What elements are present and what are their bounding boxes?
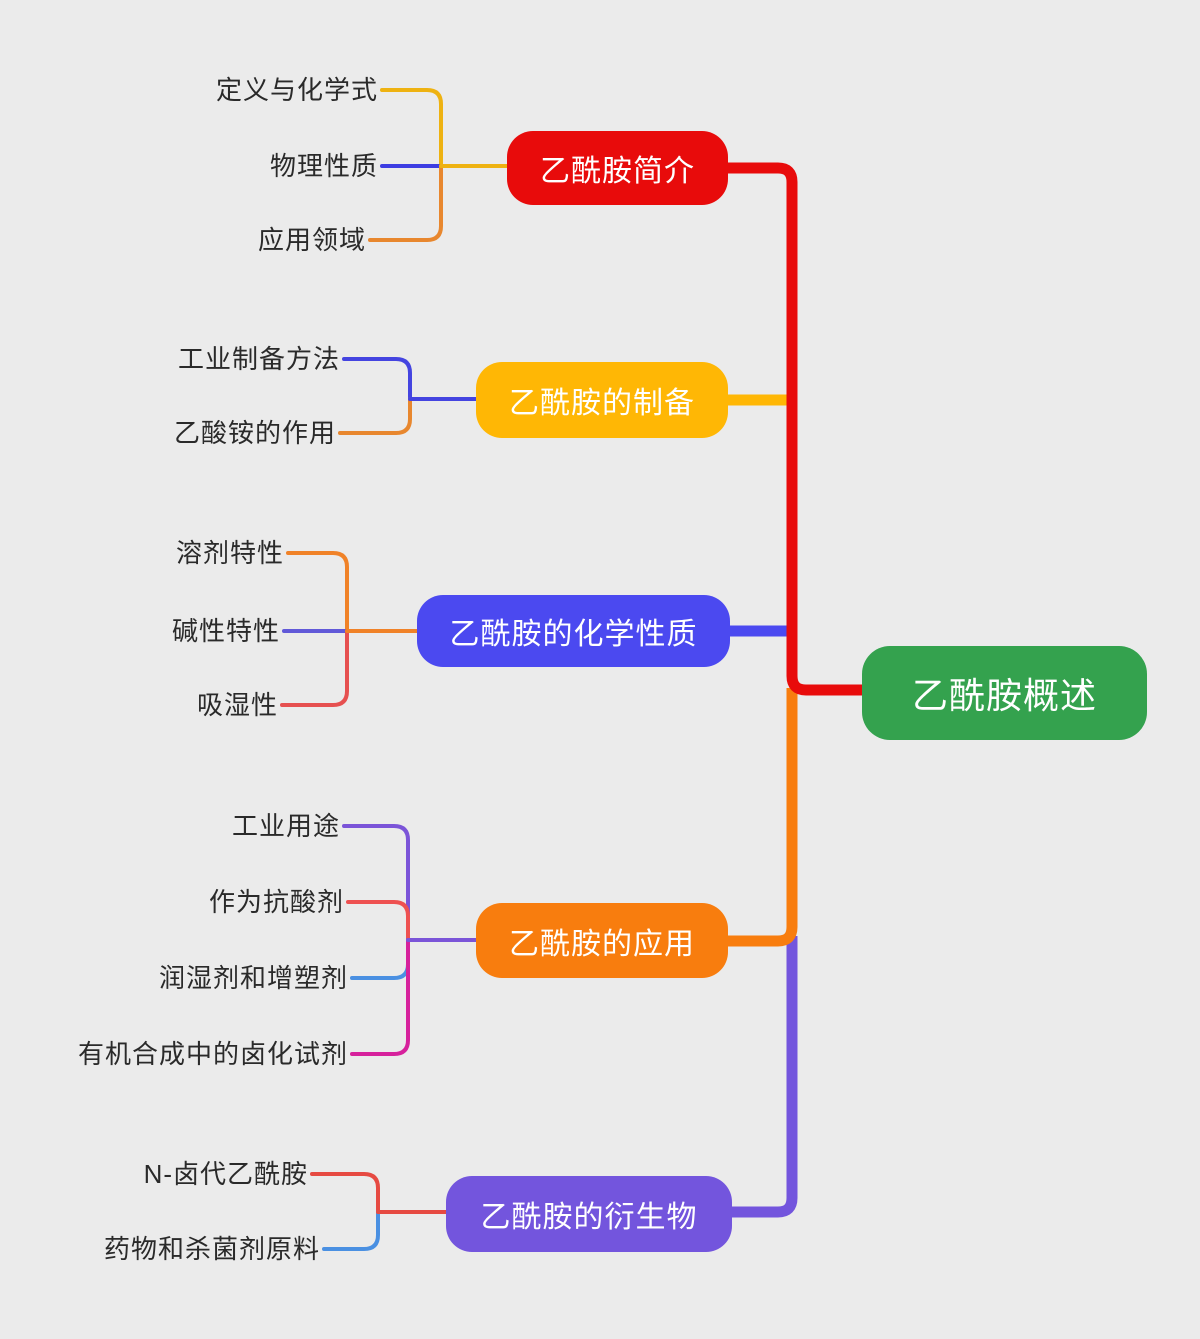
leaf-definition-formula[interactable]: 定义与化学式 <box>215 75 378 105</box>
node-preparation[interactable]: 乙酰胺的制备 <box>476 362 728 438</box>
trunk-applications <box>728 688 798 947</box>
trunk-intro-root <box>726 162 870 696</box>
leaf-industrial-preparation[interactable]: 工业制备方法 <box>177 344 340 374</box>
edge-b1-c1 <box>380 88 443 168</box>
edge-b5-c1 <box>310 1172 380 1214</box>
edge-b4-c4 <box>350 938 410 1056</box>
node-root[interactable]: 乙酰胺概述 <box>862 646 1147 740</box>
leaf-halogenation-reagent[interactable]: 有机合成中的卤化试剂 <box>77 1039 348 1069</box>
edge-b2-c1 <box>342 357 412 401</box>
edge-b3-c1 <box>286 551 349 633</box>
node-intro[interactable]: 乙酰胺简介 <box>507 131 728 205</box>
leaf-basic-properties[interactable]: 碱性特性 <box>171 616 280 646</box>
edge-b1-c3 <box>368 164 443 242</box>
leaf-industrial-uses[interactable]: 工业用途 <box>231 811 340 841</box>
edge-b4-c2 <box>346 900 410 942</box>
leaf-ammonium-acetate-role[interactable]: 乙酸铵的作用 <box>173 418 336 448</box>
leaf-n-halo-acetamide[interactable]: N-卤代乙酰胺 <box>143 1159 308 1189</box>
node-derivatives[interactable]: 乙酰胺的衍生物 <box>446 1176 732 1252</box>
leaf-solvent-properties[interactable]: 溶剂特性 <box>175 538 284 568</box>
leaf-hygroscopicity[interactable]: 吸湿性 <box>196 690 278 720</box>
trunk-derivatives <box>730 936 798 1218</box>
leaf-wetting-plasticizer[interactable]: 润湿剂和增塑剂 <box>158 963 348 993</box>
leaf-antacid[interactable]: 作为抗酸剂 <box>208 887 344 917</box>
edge-b3-c3 <box>280 629 349 707</box>
node-applications[interactable]: 乙酰胺的应用 <box>476 903 728 978</box>
leaf-application-fields[interactable]: 应用领域 <box>257 225 366 255</box>
edge-b4-c3 <box>350 938 410 980</box>
edge-b2-c2 <box>338 397 412 435</box>
leaf-drug-fungicide-raw[interactable]: 药物和杀菌剂原料 <box>103 1234 320 1264</box>
node-chemical-properties[interactable]: 乙酰胺的化学性质 <box>417 595 730 667</box>
edge-b5-c2 <box>322 1210 380 1251</box>
edge-b4-c1 <box>342 824 410 942</box>
leaf-physical-properties[interactable]: 物理性质 <box>269 151 378 181</box>
